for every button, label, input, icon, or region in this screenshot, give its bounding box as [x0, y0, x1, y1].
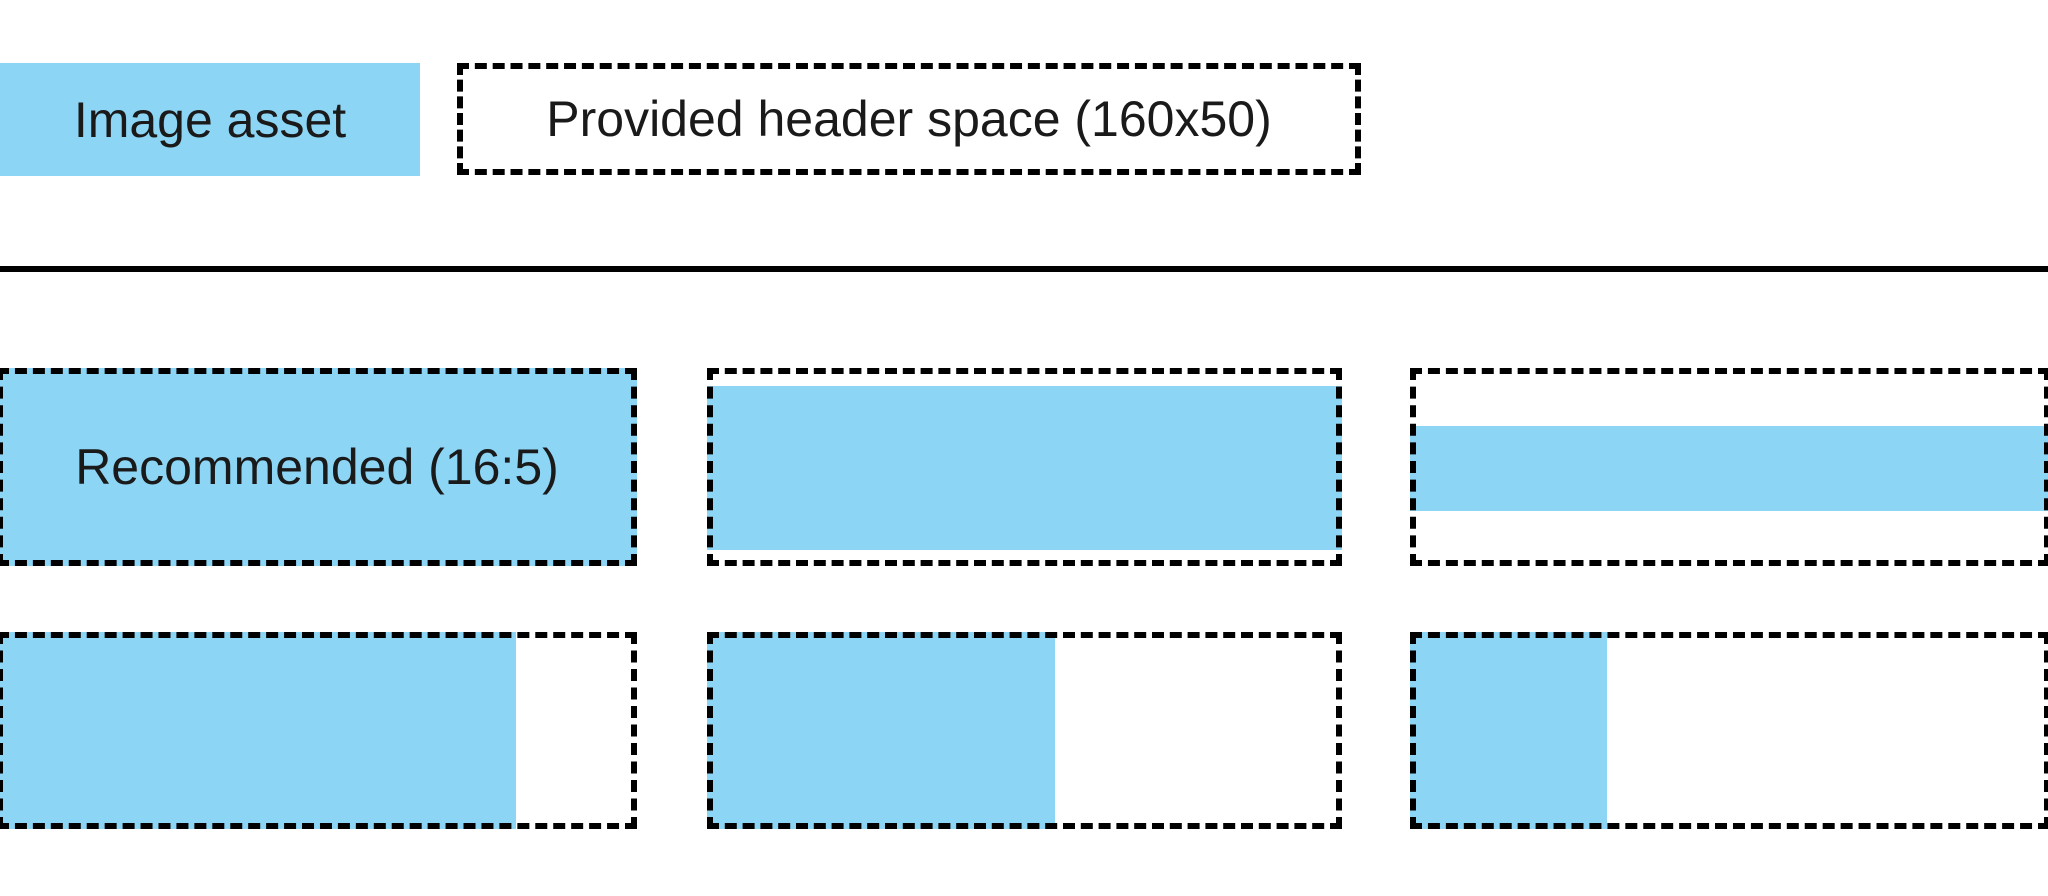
example-cell-wide-centered — [707, 368, 1342, 566]
example-cell-banner-centered — [1410, 368, 2048, 566]
asset-fill — [0, 632, 516, 829]
asset-fill — [0, 368, 637, 566]
asset-fill — [1410, 632, 1607, 829]
legend-header-space-label: Provided header space (160x50) — [546, 91, 1272, 147]
asset-fill — [707, 386, 1342, 550]
legend-image-asset-label: Image asset — [73, 91, 347, 148]
example-cell-tall-left-narrow — [1410, 632, 2048, 829]
example-cell-recommended: Recommended (16:5) — [0, 368, 637, 566]
recommended-label: Recommended (16:5) — [75, 439, 559, 495]
legend-header-space-box: Provided header space (160x50) — [457, 63, 1361, 175]
divider-line — [0, 266, 2048, 272]
example-cell-tall-left-wide — [0, 632, 637, 829]
asset-fill — [1410, 426, 2048, 511]
asset-fill — [707, 632, 1055, 829]
legend-image-asset-swatch: Image asset — [0, 63, 420, 176]
example-cell-tall-left-medium — [707, 632, 1342, 829]
